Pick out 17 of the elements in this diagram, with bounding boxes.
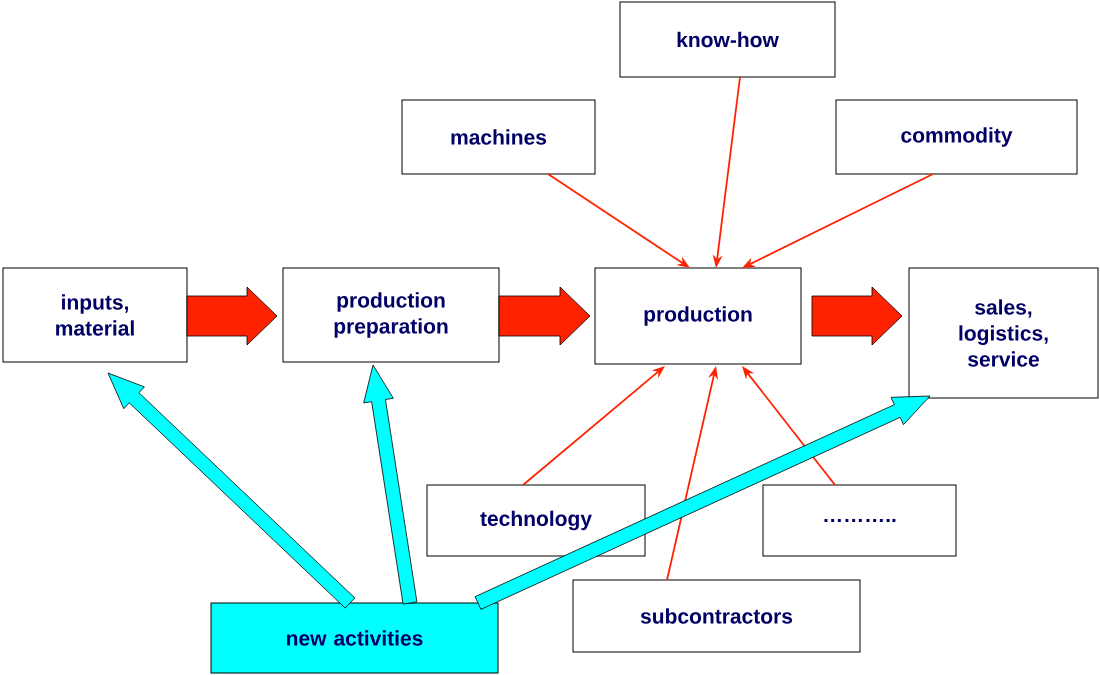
process-box: production: [594, 267, 802, 365]
block-arrow: [498, 286, 591, 346]
block-arrow: [474, 395, 931, 610]
block-arrow: [811, 286, 903, 346]
process-box: subcontractors: [572, 579, 861, 653]
process-box: new activities: [210, 602, 499, 674]
block-arrow: [107, 372, 356, 609]
process-box: sales, logistics, service: [908, 267, 1099, 399]
process-box: commodity: [835, 99, 1078, 175]
block-arrow: [186, 286, 278, 346]
process-box: know-how: [619, 1, 836, 78]
process-box: machines: [401, 99, 596, 175]
process-box: technology: [426, 484, 646, 557]
process-box: production preparation: [282, 267, 500, 363]
process-box: inputs, material: [2, 267, 188, 363]
process-box: ………..: [762, 484, 957, 557]
block-arrow: [363, 364, 418, 605]
